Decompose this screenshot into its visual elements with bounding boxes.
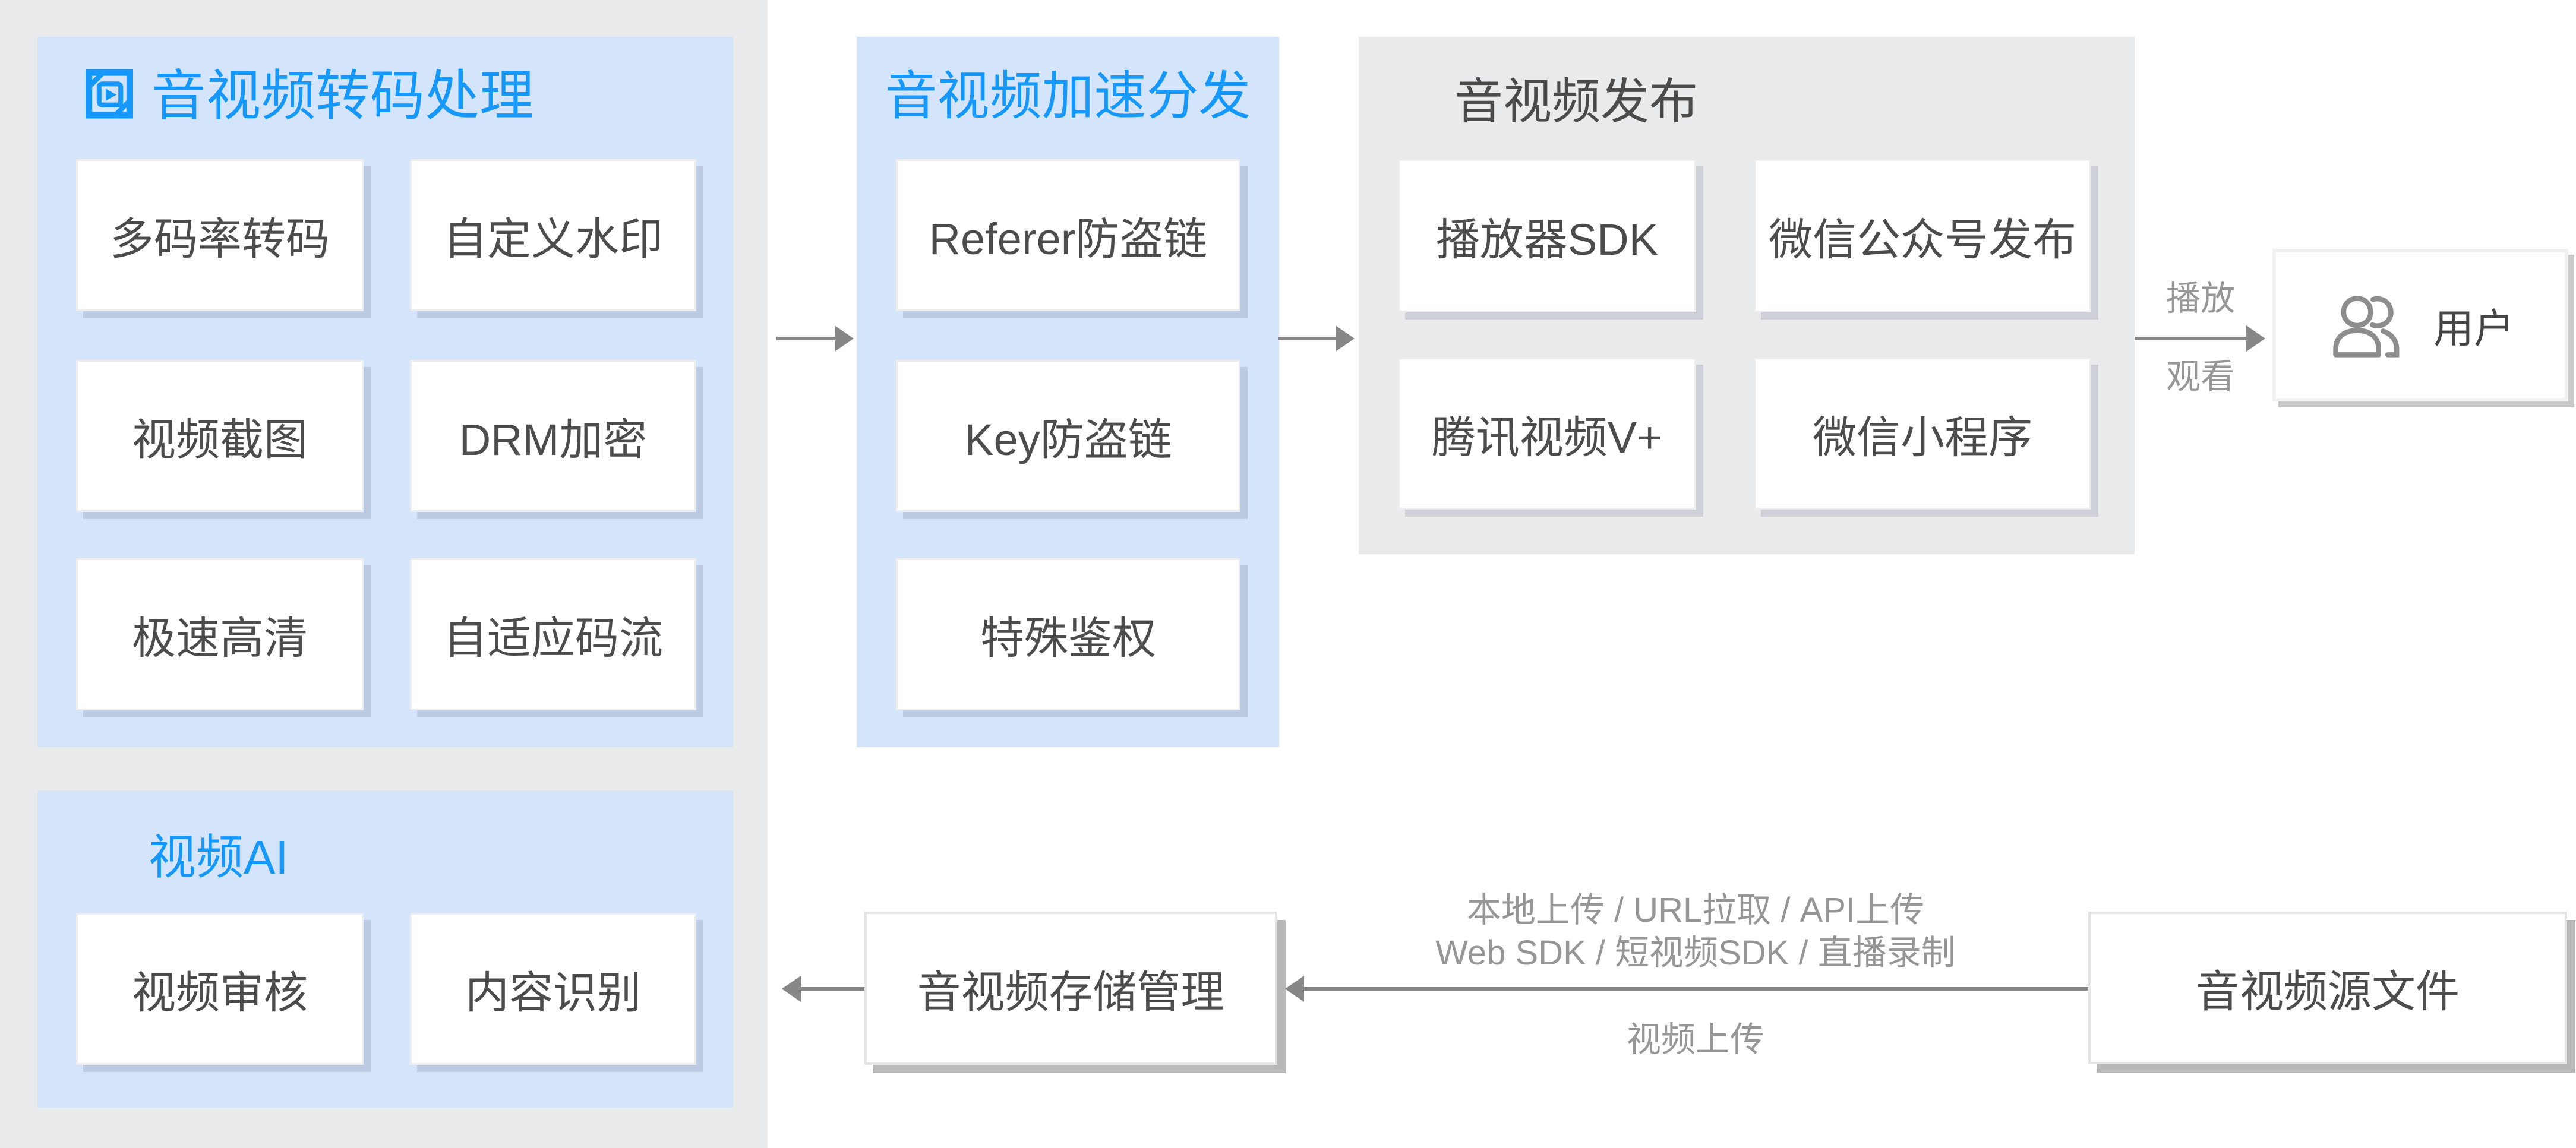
card-top-speed-codec: 极速高清	[76, 558, 364, 710]
label-video-upload: 视频上传	[1626, 1020, 1764, 1059]
arrow-transcode-to-cdn-head	[835, 325, 854, 352]
source-node: 音视频源文件	[2088, 912, 2567, 1064]
arrow-source-to-storage-head	[1285, 976, 1304, 1002]
cdn-panel-title: 音视频加速分发	[885, 67, 1251, 125]
card-wechat-official-account-publish: 微信公众号发布	[1754, 159, 2091, 312]
arrow-cdn-to-publish-line	[1278, 337, 1337, 340]
users-icon	[2333, 295, 2400, 358]
card-adaptive-bitrate: 自适应码流	[410, 558, 696, 710]
user-node: 用户	[2272, 249, 2568, 401]
arrow-cdn-to-publish-head	[1336, 325, 1355, 352]
card-content-recognition: 内容识别	[410, 913, 696, 1065]
arrow-storage-to-processing-head	[782, 976, 801, 1002]
card-tencent-video-vplus: 腾讯视频V+	[1398, 358, 1696, 510]
card-video-moderation: 视频审核	[76, 913, 364, 1065]
card-custom-watermark: 自定义水印	[410, 159, 696, 311]
label-upload-methods-line2: Web SDK / 短视频SDK / 直播录制	[1435, 934, 1956, 972]
video-ai-panel-title: 视频AI	[149, 831, 289, 884]
card-drm-encryption: DRM加密	[410, 360, 696, 512]
storage-node: 音视频存储管理	[864, 912, 1277, 1065]
card-special-authentication: 特殊鉴权	[896, 558, 1240, 710]
arrow-transcode-to-cdn-line	[776, 337, 836, 340]
transcode-panel-title: 音视频转码处理	[151, 66, 535, 126]
arrow-storage-to-processing-line	[800, 987, 864, 991]
card-wechat-mini-program: 微信小程序	[1754, 358, 2091, 510]
vod-play-icon	[85, 69, 134, 119]
card-referer-hotlink-protection: Referer防盗链	[896, 159, 1240, 311]
card-video-screenshot: 视频截图	[76, 360, 364, 512]
label-watch: 观看	[2165, 358, 2235, 396]
card-multi-bitrate-transcode: 多码率转码	[76, 159, 364, 311]
label-upload-methods-line1: 本地上传 / URL拉取 / API上传	[1466, 891, 1925, 929]
arrow-publish-to-user-line	[2135, 337, 2247, 340]
card-key-hotlink-protection: Key防盗链	[896, 360, 1240, 512]
arrow-source-to-storage-line	[1303, 987, 2088, 991]
publish-panel-title: 音视频发布	[1454, 75, 1699, 129]
card-player-sdk: 播放器SDK	[1398, 159, 1696, 312]
arrow-publish-to-user-head	[2246, 325, 2265, 352]
user-node-label: 用户	[2433, 306, 2514, 352]
label-play: 播放	[2165, 279, 2235, 318]
